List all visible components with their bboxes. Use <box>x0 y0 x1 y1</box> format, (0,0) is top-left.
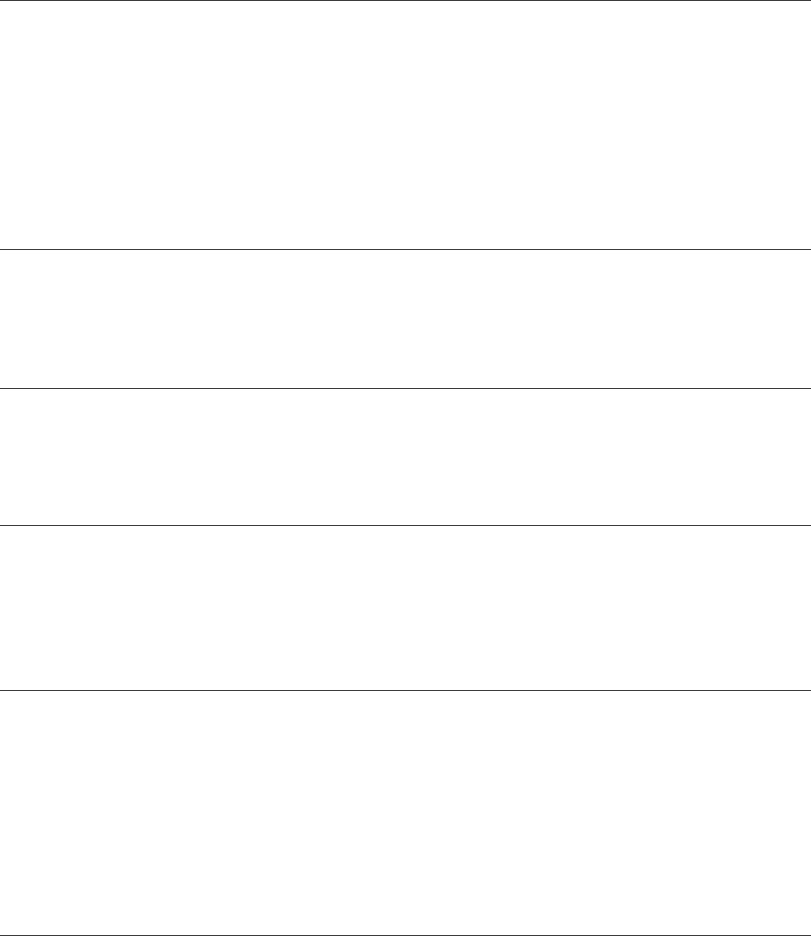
divider-line <box>0 690 811 691</box>
divider-line <box>0 249 811 250</box>
section-2 <box>0 250 811 388</box>
divider-line <box>0 388 811 389</box>
divider-line <box>0 935 811 936</box>
section-1 <box>0 1 811 249</box>
section-4 <box>0 526 811 690</box>
divider-line <box>0 0 811 1</box>
divider-line <box>0 525 811 526</box>
section-5 <box>0 691 811 935</box>
section-3 <box>0 389 811 525</box>
